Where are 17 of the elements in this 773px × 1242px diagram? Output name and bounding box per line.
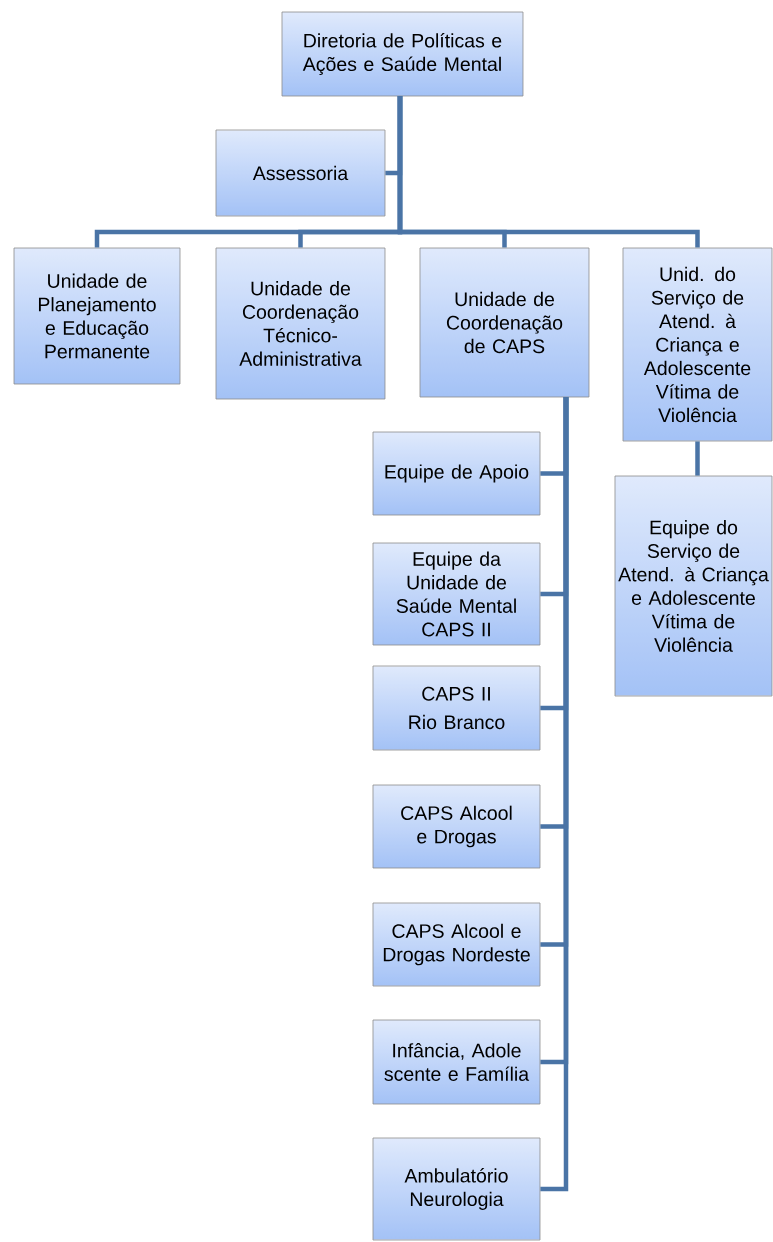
org-box: Unidade de Coordenação Técnico-Administrativa — [215, 247, 386, 400]
org-box: CAPS Alcool e Drogas Nordeste — [372, 902, 541, 987]
org-box: Diretoria de Políticas e Ações e Saúde Mental — [281, 11, 524, 97]
connector-line — [397, 96, 700, 248]
org-box: Equipe do Serviço de Atend. à Criança e Adolescente Vítima de Violência — [614, 475, 773, 697]
org-box: Infância, Adole scente e Família — [372, 1019, 541, 1105]
org-box: CAPS II Rio Branco — [372, 665, 541, 751]
connector-line — [540, 397, 569, 1192]
org-box: CAPS Alcool e Drogas — [372, 784, 541, 869]
org-box: Equipe de Apoio — [372, 431, 541, 516]
org-box: Unidade de Coordenação de CAPS — [419, 247, 590, 398]
org-box: Assessoria — [215, 129, 386, 217]
org-box: Equipe da Unidade de Saúde Mental CAPS II — [372, 542, 541, 646]
org-box: Ambulatório Neurologia — [372, 1137, 541, 1241]
org-box: Unid. do Serviço de Atend. à Criança e Adolescente Vítima de Violência — [622, 247, 773, 442]
connector-line — [695, 441, 700, 476]
org-box: Unidade de Planejamento e Educação Permanente — [13, 247, 181, 385]
